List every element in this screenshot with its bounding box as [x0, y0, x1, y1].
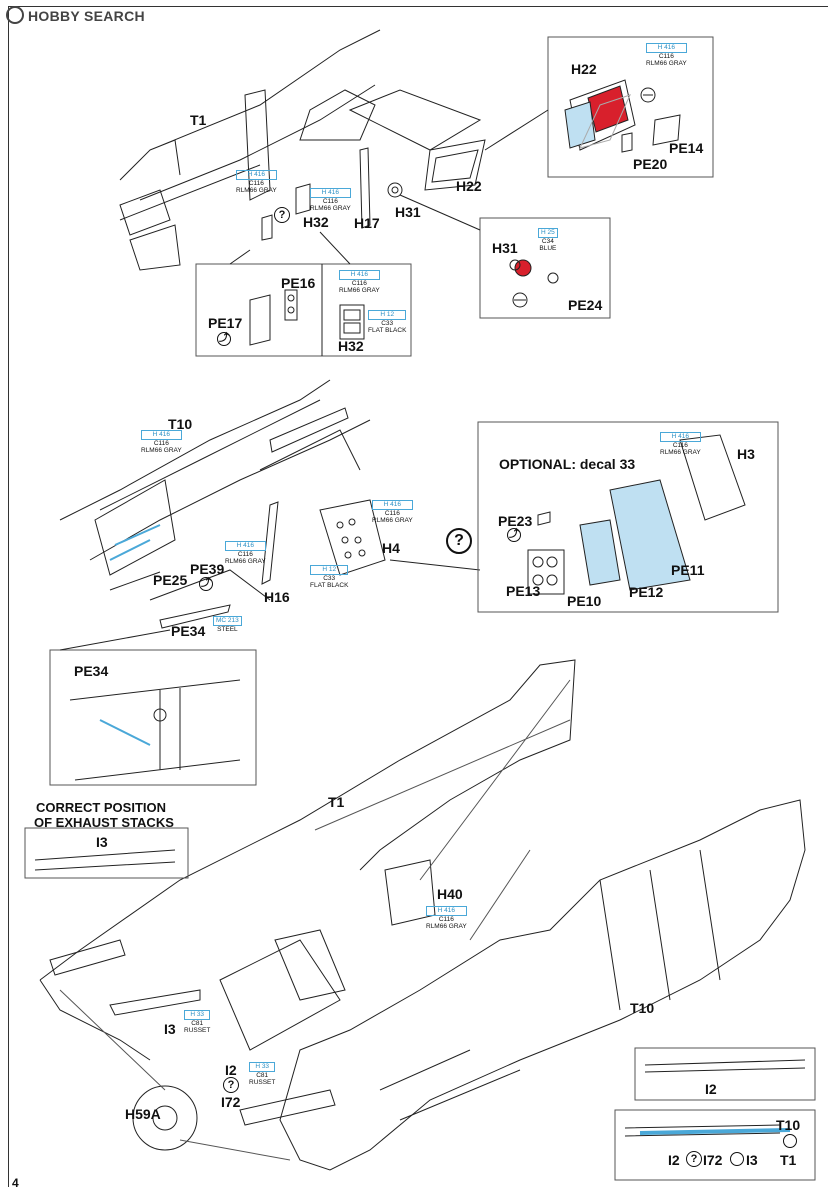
- part-PE14: PE14: [669, 140, 704, 156]
- part-PE25: PE25: [153, 572, 188, 588]
- part-PE34: PE34: [74, 663, 109, 679]
- part-PE24: PE24: [568, 297, 603, 313]
- part-H31: H31: [395, 204, 421, 220]
- part-PE11: PE11: [671, 562, 705, 578]
- part-H32: H32: [338, 338, 364, 354]
- part-PE23: PE23: [498, 513, 533, 529]
- part-H17: H17: [354, 215, 380, 231]
- exhaust-heading-line2: OF EXHAUST STACKS: [34, 815, 174, 830]
- fold-icon: ⤴: [507, 528, 521, 542]
- question-icon: ?: [686, 1151, 702, 1167]
- part-I2: I2: [225, 1062, 237, 1078]
- part-T1: T1: [328, 794, 345, 810]
- part-T10: T10: [630, 1000, 655, 1016]
- part-I72: I72: [703, 1152, 723, 1168]
- part-I72: I72: [221, 1094, 241, 1110]
- part-PE16: PE16: [281, 275, 316, 291]
- part-PE13: PE13: [506, 583, 541, 599]
- watermark-text: HOBBY SEARCH: [28, 8, 145, 24]
- part-H16: H16: [264, 589, 290, 605]
- part-T10: T10: [776, 1117, 801, 1133]
- part-PE12: PE12: [629, 584, 664, 600]
- page-number: 4: [12, 1176, 19, 1190]
- optional-heading: OPTIONAL: decal 33: [499, 456, 636, 472]
- fold-icon: ⤴: [217, 332, 231, 346]
- part-T1: T1: [780, 1152, 797, 1168]
- part-T1: T1: [190, 112, 207, 128]
- part-T10: T10: [168, 416, 193, 432]
- part-PE34: PE34: [171, 623, 206, 639]
- part-H4: H4: [382, 540, 400, 556]
- part-H32: H32: [303, 214, 329, 230]
- assembly-icon: [730, 1152, 744, 1166]
- part-I2: I2: [705, 1081, 717, 1097]
- part-PE39: PE39: [190, 561, 225, 577]
- part-I3: I3: [746, 1152, 758, 1168]
- exhaust-heading-line1: CORRECT POSITION: [36, 800, 167, 815]
- fold-icon: ⤴: [199, 577, 213, 591]
- part-H40: H40: [437, 886, 463, 902]
- part-H22: H22: [571, 61, 597, 77]
- page-frame: [8, 6, 828, 1187]
- question-icon: ?: [446, 528, 472, 554]
- logo-icon: [6, 6, 24, 24]
- part-H22: H22: [456, 178, 482, 194]
- part-H59A: H59A: [125, 1106, 161, 1122]
- part-PE10: PE10: [567, 593, 602, 609]
- part-I2: I2: [668, 1152, 680, 1168]
- watermark: HOBBY SEARCH: [6, 6, 145, 24]
- question-icon: ?: [223, 1077, 239, 1093]
- part-PE17: PE17: [208, 315, 243, 331]
- question-icon: ?: [274, 207, 290, 223]
- part-H31: H31: [492, 240, 518, 256]
- part-I3: I3: [164, 1021, 176, 1037]
- part-PE20: PE20: [633, 156, 668, 172]
- part-H3: H3: [737, 446, 755, 462]
- part-I3: I3: [96, 834, 108, 850]
- assembly-icon: [783, 1134, 797, 1148]
